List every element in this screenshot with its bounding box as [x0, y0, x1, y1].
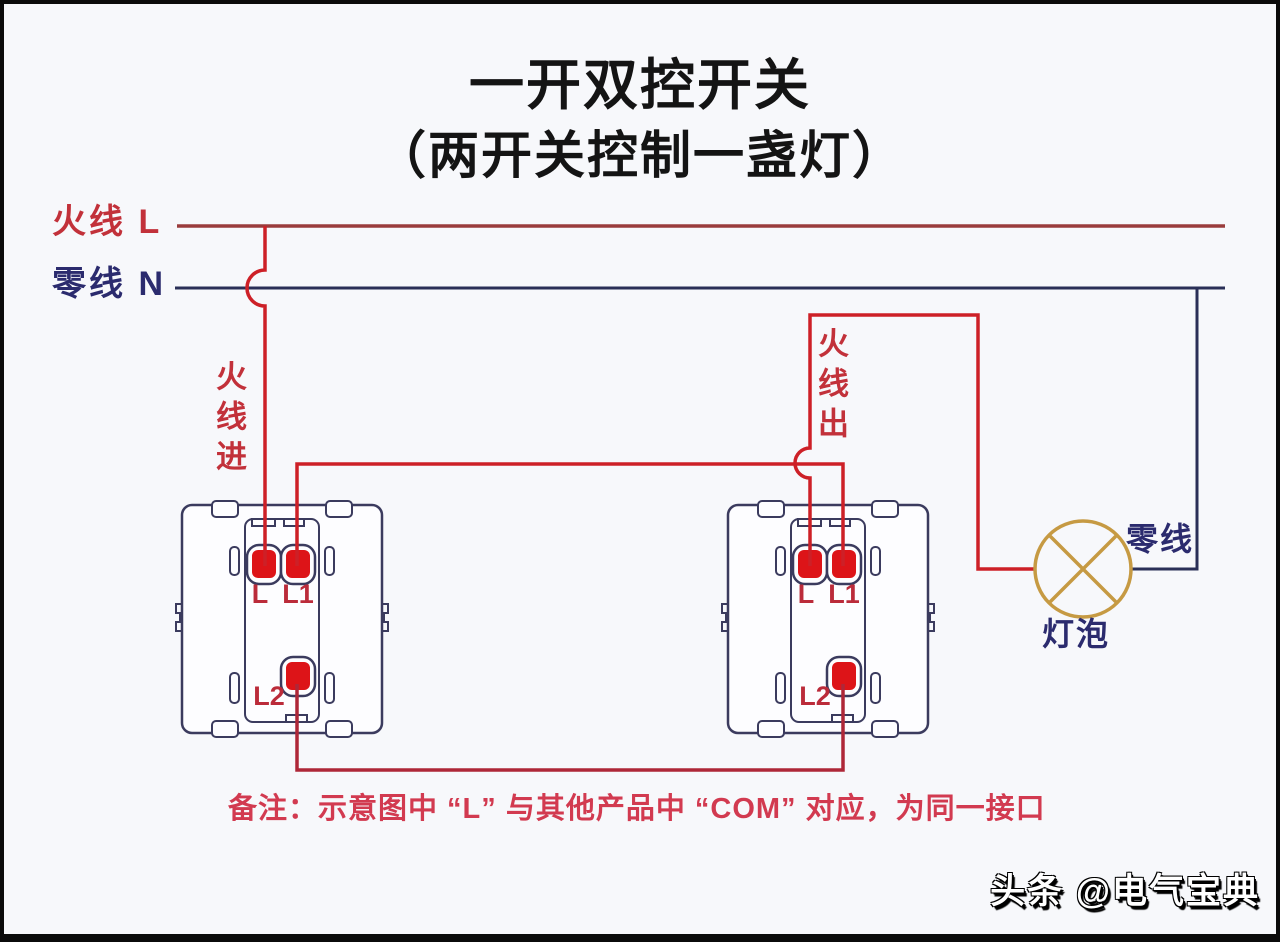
mount-tab	[325, 500, 353, 518]
panel-notch	[283, 518, 305, 527]
l1-l1-wire	[295, 462, 845, 566]
switch-1-label-L2: L2	[253, 681, 285, 711]
live-bus-label: 火线 L	[52, 203, 163, 241]
terminal-L2-contact	[286, 662, 310, 690]
side-clip	[175, 603, 182, 632]
live-in-wire	[245, 226, 267, 566]
switch-1-label-L1: L1	[282, 579, 314, 609]
side-slot	[870, 672, 881, 704]
note-text: 备注：示意图中 “L” 与其他产品中 “COM” 对应，为同一接口	[228, 793, 1046, 825]
live-out-wire	[793, 313, 1034, 571]
side-clip	[382, 603, 389, 632]
diagram-subtitle: （两开关控制一盏灯）	[374, 127, 905, 184]
neutral-branch-label: 零线	[1126, 521, 1195, 557]
watermark-text: 头条 @电气宝典	[990, 872, 1260, 911]
mount-tab	[325, 720, 353, 738]
switch-2-label-L2: L2	[799, 681, 831, 711]
switch-2-label-L: L	[797, 579, 815, 609]
mount-tab	[757, 720, 785, 738]
side-slot	[229, 672, 240, 704]
side-slot	[775, 546, 786, 576]
lamp-cross	[1047, 533, 1119, 605]
live-in-label: 火线进	[211, 360, 246, 480]
switch-1-label-L: L	[251, 579, 269, 609]
mount-tab	[757, 500, 785, 518]
switch-2-label-L1: L1	[828, 579, 860, 609]
side-slot	[324, 672, 335, 704]
side-slot	[229, 546, 240, 576]
mount-tab	[211, 720, 239, 738]
side-slot	[324, 546, 335, 576]
mount-tab	[871, 720, 899, 738]
lamp-neutral-wire	[1131, 288, 1199, 571]
neutral-bus-label: 零线 N	[52, 265, 166, 303]
lamp-label: 灯泡	[1042, 616, 1111, 652]
side-clip	[928, 603, 935, 632]
side-clip	[721, 603, 728, 632]
l2-l2-wire	[295, 684, 845, 772]
lamp-circle	[1033, 519, 1133, 619]
side-slot	[870, 546, 881, 576]
mount-tab	[871, 500, 899, 518]
live-out-label: 火线出	[813, 327, 848, 447]
diagram-title: 一开双控开关	[468, 54, 811, 116]
mount-tab	[211, 500, 239, 518]
terminal-L2-contact	[832, 662, 856, 690]
lamp-symbol	[1033, 519, 1133, 619]
panel-notch	[829, 518, 851, 527]
side-slot	[775, 672, 786, 704]
